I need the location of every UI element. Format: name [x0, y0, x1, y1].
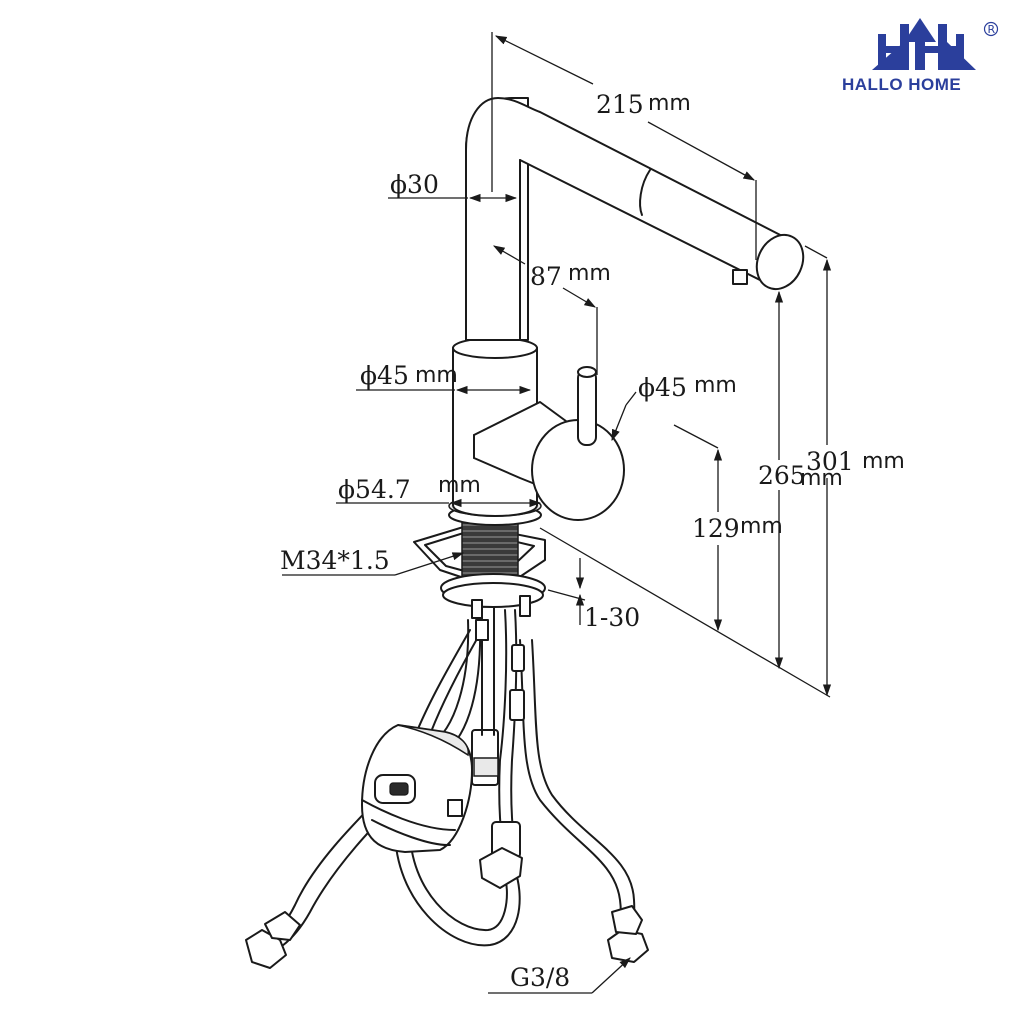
- total-height-unit: mm: [862, 449, 905, 474]
- threaded-shank: [461, 519, 519, 581]
- body-diameter-value: ϕ45: [360, 361, 409, 390]
- house-logo-icon: [872, 18, 976, 70]
- handle-offset-unit: mm: [568, 261, 611, 286]
- handle-height-value: 129: [692, 514, 740, 543]
- spout-diameter-value: ϕ30: [390, 170, 439, 199]
- faucet-body: [452, 97, 805, 521]
- hose-connector-spec: G3/8: [510, 963, 570, 992]
- handle-height-unit: mm: [740, 514, 783, 539]
- handle-diameter-value: ϕ45: [638, 373, 687, 402]
- hose-junction: [471, 644, 525, 889]
- brand-name: HALLO HOME: [842, 75, 961, 94]
- hose-nut-left: [245, 911, 301, 969]
- registered-mark-icon: [983, 21, 999, 37]
- spout-height-unit: mm: [800, 466, 843, 491]
- deck-thickness: 1-30: [584, 603, 640, 632]
- spout-height-value: 265: [758, 461, 806, 490]
- thread-spec: M34*1.5: [280, 546, 390, 575]
- dimension-labels: 215 mm ϕ30 87 mm ϕ45 mm ϕ45 mm ϕ54.7 mm …: [280, 90, 905, 992]
- body-diameter-unit: mm: [415, 363, 458, 388]
- handle-diameter-unit: mm: [694, 373, 737, 398]
- hose-nut-right: [607, 905, 649, 963]
- spout-reach-unit: mm: [648, 91, 691, 116]
- spout-reach-value: 215: [596, 90, 644, 119]
- registered-mark: R: [988, 23, 996, 36]
- total-height-value: 301: [806, 447, 854, 476]
- base-diameter-value: ϕ54.7: [338, 475, 411, 504]
- base-diameter-unit: mm: [438, 473, 481, 498]
- control-box: [361, 724, 473, 853]
- handle-offset-value: 87: [530, 262, 562, 291]
- supply-hoses: [245, 604, 649, 969]
- brand-logo: R HALLO HOME: [842, 18, 999, 94]
- dimension-lines: [282, 32, 832, 994]
